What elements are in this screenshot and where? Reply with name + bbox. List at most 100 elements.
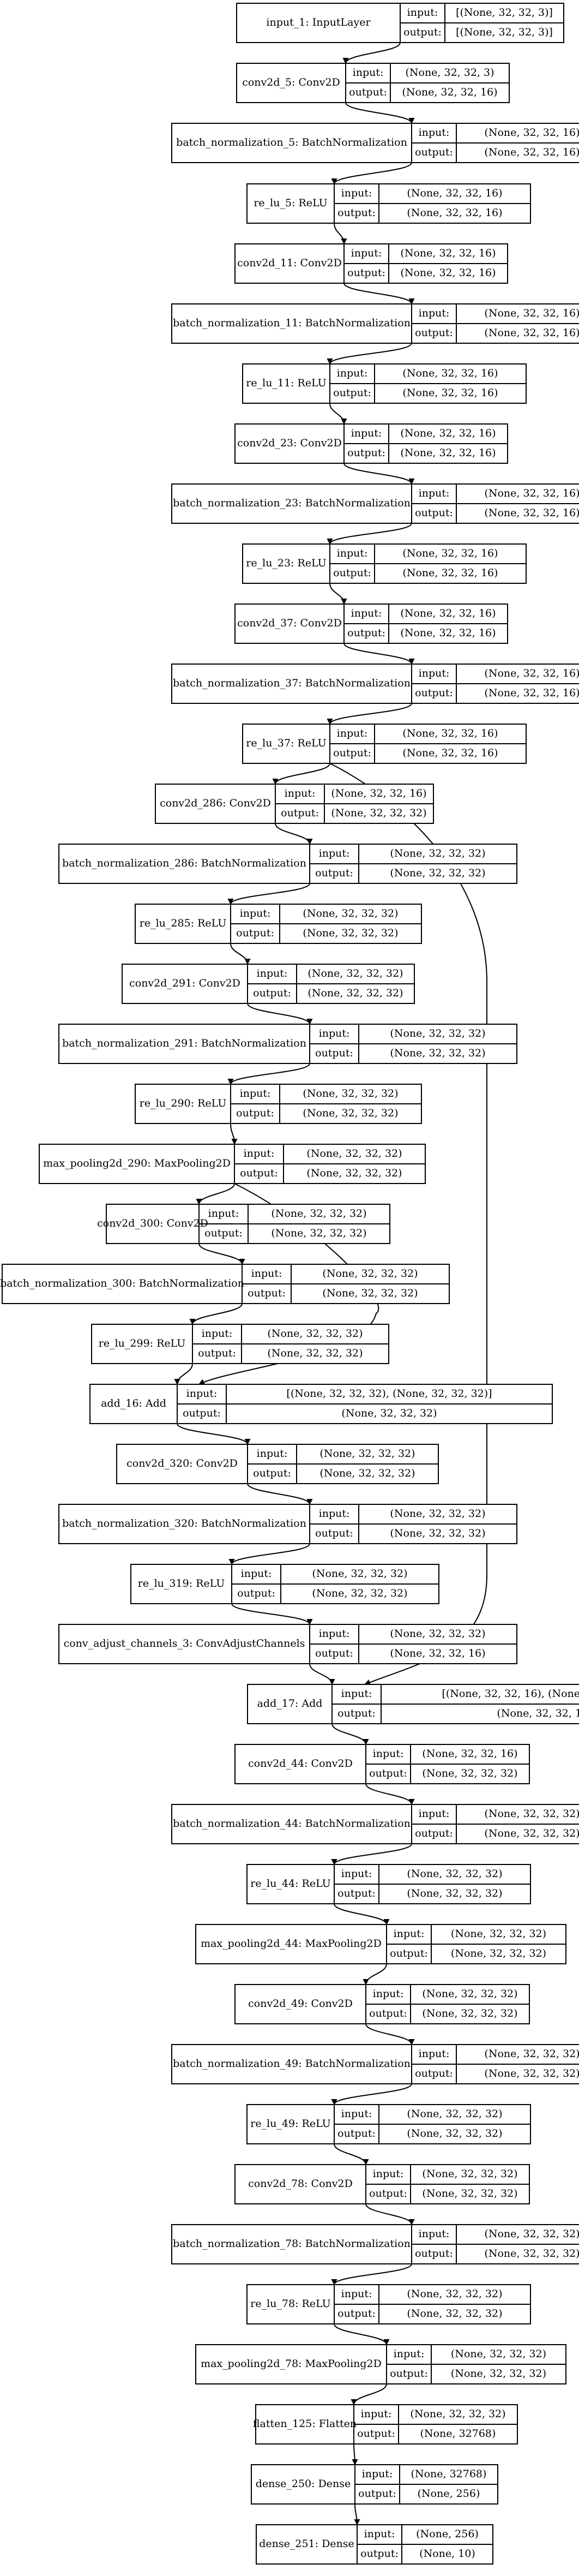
output-label: output:: [315, 867, 353, 879]
output-label: output:: [315, 1527, 353, 1539]
input-label: input:: [361, 2408, 392, 2420]
edge-n23-n24: [177, 1363, 193, 1384]
output-label: output:: [415, 146, 453, 158]
layer-node[interactable]: batch_normalization_78: BatchNormalizati…: [171, 2224, 579, 2264]
input-label: input:: [419, 127, 450, 139]
layer-name: max_pooling2d_44: MaxPooling2D: [201, 1938, 382, 1950]
output-label: output:: [369, 2187, 407, 2200]
edge-n27-n28: [231, 1603, 310, 1624]
output-label: output:: [415, 327, 453, 339]
input-label: input:: [373, 1988, 404, 2000]
edge-n34-n35: [365, 2023, 412, 2045]
output-shape: (None, 32, 32, 32): [341, 1407, 437, 1419]
output-label: output:: [315, 1047, 353, 1059]
layer-name: batch_normalization_11: BatchNormalizati…: [173, 317, 411, 329]
layer-node[interactable]: batch_normalization_5: BatchNormalizatio…: [171, 123, 579, 163]
input-shape: (None, 32, 32, 32): [410, 2408, 505, 2420]
output-shape: (None, 10): [419, 2548, 475, 2560]
input-shape: (None, 32, 32, 32): [303, 1087, 398, 1099]
output-label: output:: [236, 1107, 274, 1119]
input-label: input:: [337, 727, 368, 739]
output-shape: (None, 32, 32, 16): [484, 146, 579, 158]
layer-node[interactable]: batch_normalization_49: BatchNormalizati…: [171, 2044, 579, 2084]
edge-n33-n34: [366, 1963, 387, 1985]
output-label: output:: [204, 1227, 243, 1239]
output-label: output:: [369, 2007, 407, 2019]
output-label: output:: [415, 687, 453, 699]
input-shape: (None, 32, 32, 32): [307, 967, 403, 979]
layer-node[interactable]: flatten_125: Flatteninput:output:(None, …: [253, 2404, 518, 2444]
input-label: input:: [351, 427, 382, 439]
layer-node[interactable]: conv_adjust_channels_3: ConvAdjustChanne…: [58, 1624, 517, 1664]
layer-node[interactable]: input_1: InputLayerinput:output:[(None, …: [236, 3, 564, 43]
input-shape: (None, 32, 32, 16): [402, 727, 498, 739]
layer-name: conv2d_5: Conv2D: [242, 76, 340, 88]
layer-node[interactable]: batch_normalization_291: BatchNormalizat…: [58, 1024, 517, 1064]
layer-node[interactable]: batch_normalization_320: BatchNormalizat…: [58, 1504, 517, 1544]
edge-n3-n4: [334, 162, 412, 184]
output-shape: (None, 32, 32, 16): [402, 567, 498, 579]
input-shape: (None, 32, 32, 16): [400, 427, 496, 439]
edge-n5-n6: [343, 283, 412, 304]
edge-n39-n40: [334, 2323, 387, 2345]
edge-n40-n41: [354, 2383, 387, 2405]
output-shape: (None, 32, 32, 32): [390, 1527, 485, 1539]
layer-name: conv2d_37: Conv2D: [237, 617, 342, 629]
layer-node[interactable]: batch_normalization_37: BatchNormalizati…: [171, 664, 579, 704]
layer-node[interactable]: batch_normalization_11: BatchNormalizati…: [171, 303, 579, 344]
output-shape: (None, 32, 32, 32): [331, 807, 426, 819]
layer-node[interactable]: max_pooling2d_290: MaxPooling2Dinput:out…: [39, 1144, 426, 1184]
layer-name: conv2d_49: Conv2D: [248, 1998, 353, 2010]
layer-node[interactable]: batch_normalization_300: BatchNormalizat…: [0, 1264, 450, 1304]
output-label: output:: [337, 207, 376, 219]
nodes: input_1: InputLayerinput:output:[(None, …: [0, 3, 579, 2565]
edge-n19-n20: [230, 1123, 234, 1144]
input-label: input:: [419, 307, 450, 319]
output-shape: (None, 32, 32, 32): [407, 2127, 502, 2139]
layer-node[interactable]: batch_normalization_44: BatchNormalizati…: [171, 1804, 579, 1844]
layer-name: re_lu_299: ReLU: [99, 1337, 186, 1349]
output-label: output:: [347, 267, 385, 279]
layer-node[interactable]: max_pooling2d_44: MaxPooling2Dinput:outp…: [195, 1924, 566, 1964]
input-label: input:: [341, 1868, 372, 1880]
input-label: input:: [419, 487, 450, 499]
layer-node[interactable]: batch_normalization_286: BatchNormalizat…: [58, 844, 517, 884]
layer-name: conv2d_23: Conv2D: [237, 437, 342, 449]
layer-node[interactable]: max_pooling2d_78: MaxPooling2Dinput:outp…: [195, 2344, 566, 2384]
edge-n32-n33: [334, 1903, 387, 1924]
input-label: input:: [319, 847, 350, 859]
layer-name: batch_normalization_286: BatchNormalizat…: [62, 857, 306, 869]
layer-node[interactable]: batch_normalization_23: BatchNormalizati…: [171, 483, 579, 524]
input-label: input:: [319, 1508, 350, 1520]
layer-name: re_lu_23: ReLU: [246, 557, 326, 569]
layer-name: max_pooling2d_290: MaxPooling2D: [43, 1157, 231, 1169]
input-shape: (None, 32, 32, 32): [306, 1147, 402, 1160]
input-shape: (None, 32, 32, 32): [484, 2048, 579, 2060]
